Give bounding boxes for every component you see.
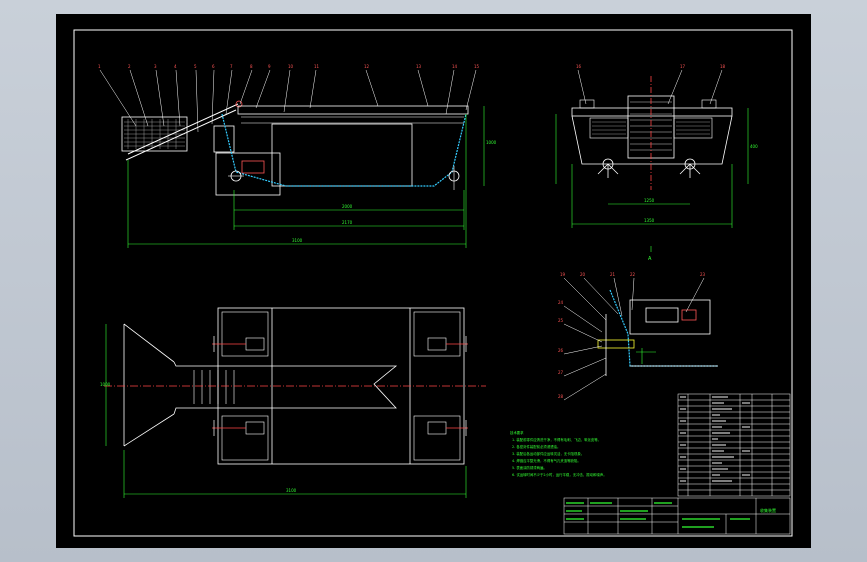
title-block <box>563 497 791 535</box>
detail-view: 19 20 21 22 23 24 25 26 27 28 <box>558 272 718 401</box>
end-dim-2: 1350 <box>644 218 655 223</box>
leader-label: 10 <box>288 64 294 69</box>
incline-conveyor-lower <box>125 109 237 161</box>
tech-notes-title: 技术要求 <box>510 430 524 435</box>
side-view-dimensions <box>127 106 485 248</box>
detail-box <box>629 299 711 335</box>
plan-shafts <box>212 343 468 429</box>
end-view-motor-right <box>701 99 717 109</box>
end-hatch-right <box>673 117 713 139</box>
detail-leader-label: 21 <box>610 272 616 277</box>
title-block-name: 收集装置 <box>760 507 776 513</box>
side-dim-2: 2170 <box>342 220 353 225</box>
end-view-dimensions <box>555 108 749 228</box>
end-view-hull <box>571 115 733 165</box>
detail-bearing <box>597 339 635 349</box>
main-conveyor-frame <box>237 105 469 115</box>
end-hatch-left <box>589 117 629 139</box>
tech-note: 6. 试运转时间不少于2小时，运行平稳，无冲击、振动和噪声。 <box>512 472 607 477</box>
motor-left <box>241 160 265 174</box>
leader-label: 11 <box>314 64 320 69</box>
leader-label: 5 <box>194 64 197 69</box>
drive-box <box>213 125 235 153</box>
plan-paddles <box>213 336 467 436</box>
leader-label: 14 <box>452 64 458 69</box>
hull-outline <box>221 113 467 187</box>
head-pulley <box>235 100 243 108</box>
plan-motor-cells <box>221 311 461 461</box>
tech-note: 5. 表面涂防锈漆两遍。 <box>512 465 547 470</box>
leader-label: 4 <box>174 64 177 69</box>
incline-conveyor-upper <box>127 103 239 155</box>
leader-label: 9 <box>268 64 271 69</box>
tech-note: 3. 装配后各运动部件应运转灵活，无卡阻现象。 <box>512 451 584 456</box>
title-block-entries <box>566 502 750 528</box>
side-view: 2000 2170 3100 1000 <box>98 64 497 248</box>
detail-leader-label: 23 <box>700 272 706 277</box>
leader-label: 1 <box>98 64 101 69</box>
main-body <box>271 123 413 187</box>
end-view-motor-left <box>579 99 595 109</box>
end-paddle-wheels <box>597 158 701 178</box>
end-leader-label: 17 <box>680 64 686 69</box>
end-leader-label: 18 <box>720 64 726 69</box>
side-dim-4: 1000 <box>486 140 497 145</box>
end-view-top <box>571 107 733 117</box>
side-view-leader-labels: 1 2 3 4 5 6 7 8 9 10 11 12 13 14 15 <box>98 64 480 69</box>
tech-note: 2. 各密封件装配前必须浸透油。 <box>512 444 560 449</box>
end-dim-1: 1250 <box>644 198 655 203</box>
side-view-leaders <box>99 69 477 133</box>
detail-leader-label: 27 <box>558 370 564 375</box>
detail-leader-label: 25 <box>558 318 564 323</box>
leader-label: 12 <box>364 64 370 69</box>
side-dim-1: 2000 <box>342 204 353 209</box>
tech-notes: 技术要求 1. 装配前零件应清洗干净，不得有毛刺、飞边、氧化皮等。 2. 各密封… <box>510 430 607 477</box>
end-center-conveyor <box>627 95 675 159</box>
end-leader-label: 16 <box>576 64 582 69</box>
plan-dim-1: 3100 <box>286 488 297 493</box>
leader-label: 6 <box>212 64 215 69</box>
detail-leader-label: 26 <box>558 348 564 353</box>
drawing-sheet: 2000 2170 3100 1000 <box>56 14 811 548</box>
end-view-label: A <box>648 256 652 262</box>
detail-leader-label: 28 <box>558 394 564 399</box>
detail-leader-label: 19 <box>560 272 566 277</box>
leader-label: 8 <box>250 64 253 69</box>
parts-list <box>677 393 791 497</box>
plan-view: 3100 1000 <box>100 307 486 498</box>
leader-label: 7 <box>230 64 233 69</box>
tech-note: 4. 焊缝应平整光滑，不得有气孔夹渣等缺陷。 <box>512 458 581 463</box>
side-dim-3: 3100 <box>292 238 303 243</box>
detail-leader-label: 24 <box>558 300 564 305</box>
detail-motor <box>645 307 679 323</box>
plan-funnel <box>123 323 175 447</box>
motor-inset <box>215 152 281 196</box>
leader-label: 2 <box>128 64 131 69</box>
leader-label: 3 <box>154 64 157 69</box>
detail-hull <box>609 289 718 367</box>
detail-leader-label: 22 <box>630 272 636 277</box>
leader-label: 15 <box>474 64 480 69</box>
leader-label: 13 <box>416 64 422 69</box>
plan-conveyor <box>173 361 398 415</box>
plan-dim-2: 1000 <box>100 382 111 387</box>
hopper-block <box>121 116 188 152</box>
hopper-hatch <box>124 119 185 149</box>
end-view: 1250 1350 400 16 17 18 A <box>555 64 758 262</box>
end-dim-3: 400 <box>750 144 758 149</box>
plan-conveyor-slats <box>193 370 235 404</box>
tech-note: 1. 装配前零件应清洗干净，不得有毛刺、飞边、氧化皮等。 <box>512 437 601 442</box>
detail-leader-label: 20 <box>580 272 586 277</box>
drawing-border <box>73 29 793 537</box>
detail-motor-end <box>681 309 697 321</box>
parts-list-entries <box>680 396 750 482</box>
plan-dimensions <box>105 324 467 498</box>
cad-drawing: 2000 2170 3100 1000 <box>73 29 793 537</box>
